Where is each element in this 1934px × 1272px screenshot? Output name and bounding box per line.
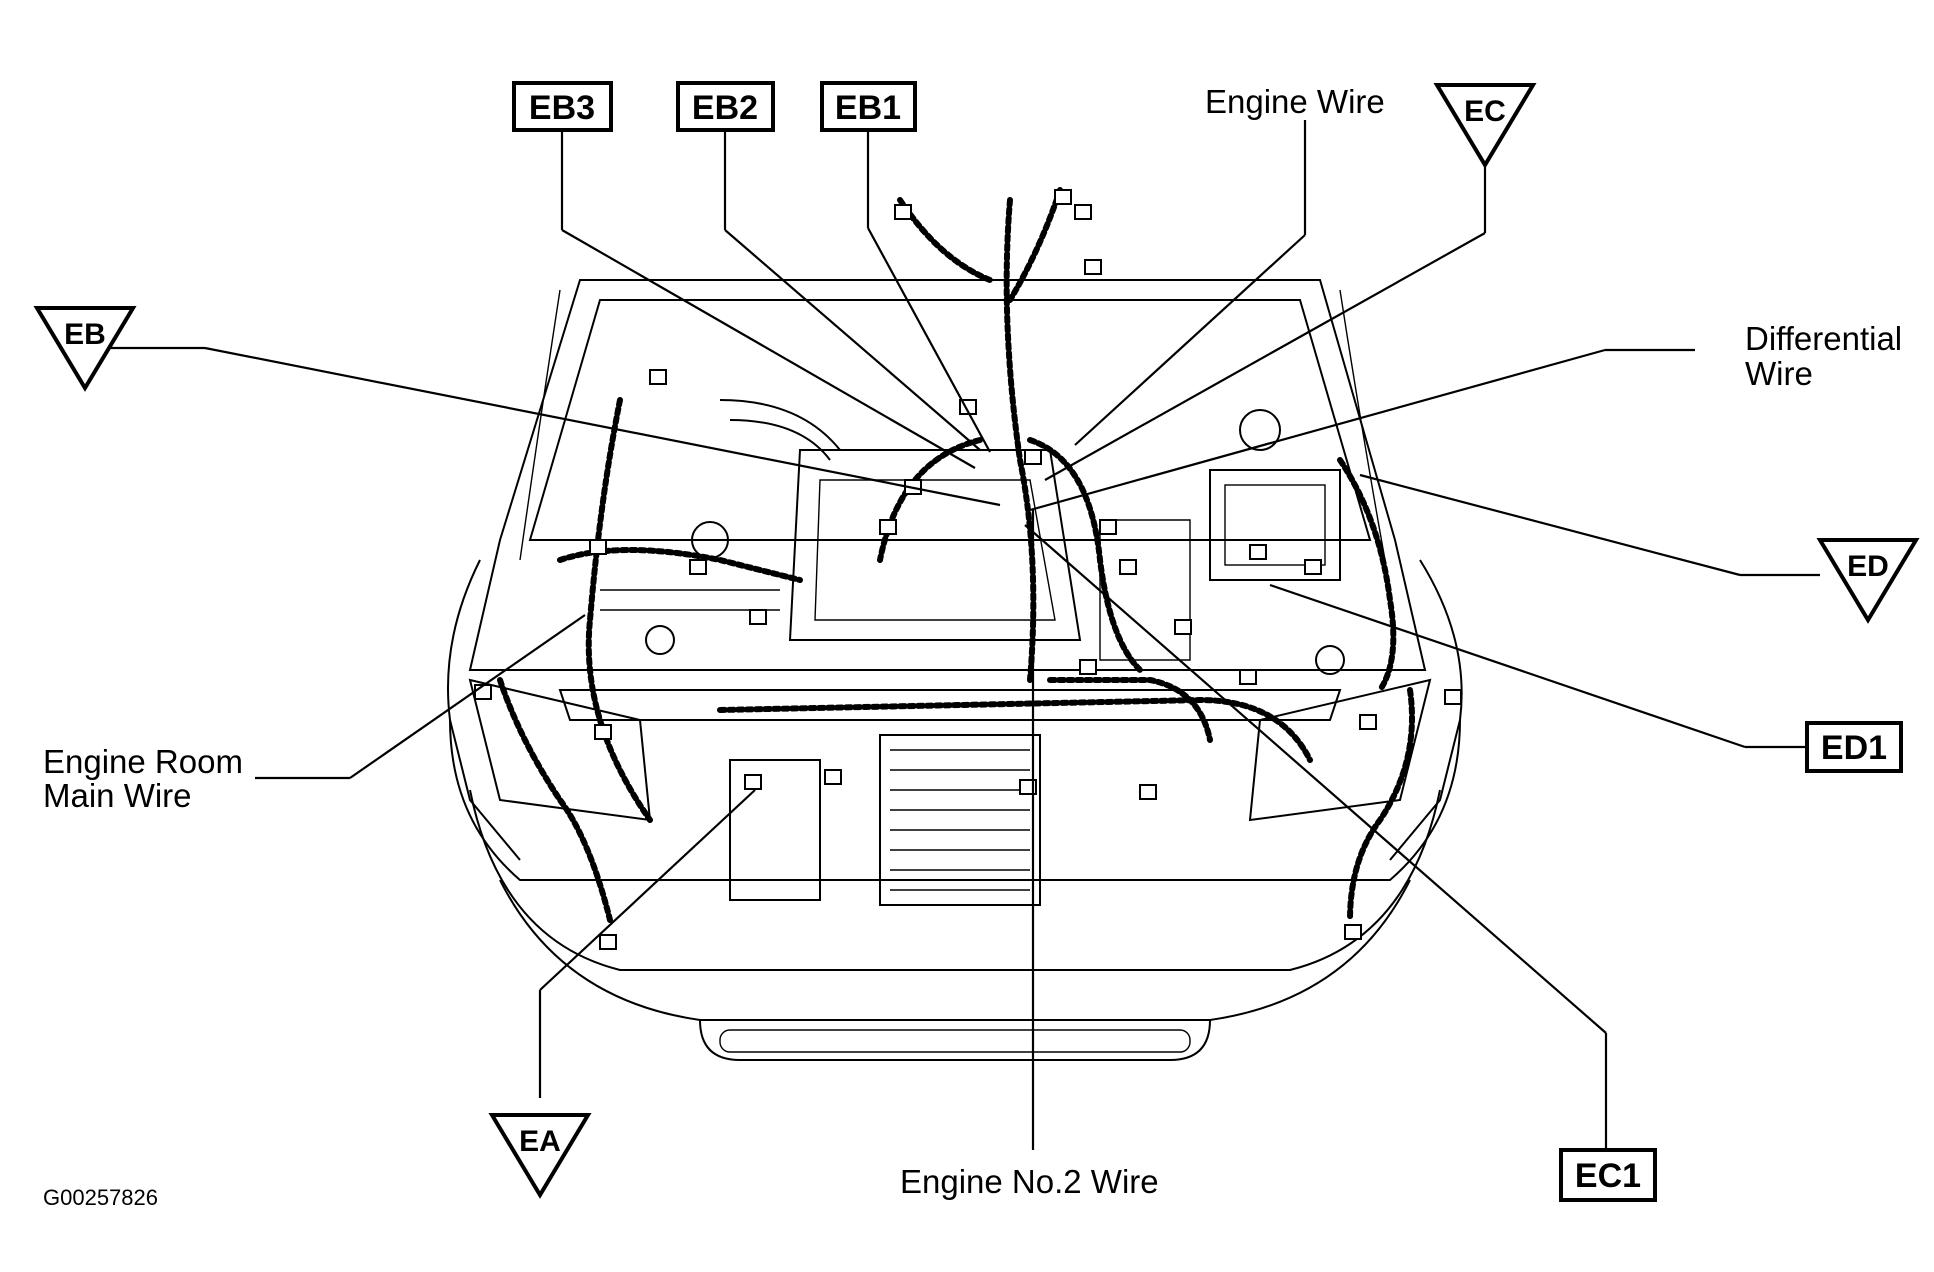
triangle-marker-ea-text: EA: [519, 1125, 561, 1158]
leader-differential-wire-diag: [1029, 348, 1606, 512]
label-engine-room-main-wire-line1: Engine Room: [43, 743, 243, 780]
triangle-marker-ed-text: ED: [1847, 550, 1889, 583]
triangle-marker-eb: EB: [33, 306, 137, 392]
box-marker-ec1: EC1: [1559, 1148, 1657, 1202]
figure-code: G00257826: [43, 1185, 158, 1210]
triangle-marker-ea: EA: [488, 1113, 592, 1199]
label-engine-room-main-wire-line2: Main Wire: [43, 777, 192, 814]
box-marker-ed1: ED1: [1805, 721, 1903, 773]
box-marker-ec1-text: EC1: [1575, 1157, 1641, 1195]
connectors: [474, 189, 1462, 950]
leader-eb1-diag: [867, 227, 991, 453]
box-marker-eb1-text: EB1: [835, 89, 901, 127]
label-engine-no2-wire: Engine No.2 Wire: [900, 1163, 1159, 1200]
wire-harnesses: [497, 187, 1415, 923]
leader-engine-room-main-wire-diag: [349, 614, 586, 779]
leader-eb2-diag: [724, 229, 981, 451]
triangle-marker-ed: ED: [1816, 538, 1920, 624]
leader-lines: [105, 120, 1820, 1150]
box-marker-eb2-text: EB2: [692, 89, 758, 127]
triangle-marker-ec: EC: [1433, 83, 1537, 169]
leader-eb3-diag: [561, 229, 976, 469]
box-marker-eb2: EB2: [676, 81, 775, 132]
leader-ed1-diag: [1269, 583, 1746, 749]
leader-ec-diag: [1044, 232, 1486, 481]
leader-ec1-diag: [1024, 524, 1607, 1034]
box-marker-eb1: EB1: [820, 81, 917, 132]
leader-engine-wire-diag: [1074, 234, 1306, 446]
box-marker-eb3: EB3: [512, 81, 613, 132]
leader-ed-diag: [1359, 473, 1741, 577]
label-engine-wire: Engine Wire: [1205, 83, 1385, 120]
label-differential-wire-line1: Differential: [1745, 320, 1902, 357]
label-differential-wire-line2: Wire: [1745, 355, 1813, 392]
triangle-marker-eb-text: EB: [64, 318, 106, 351]
box-marker-ed1-text: ED1: [1821, 729, 1887, 767]
box-marker-eb3-text: EB3: [529, 89, 595, 127]
vehicle-body: [447, 279, 1463, 1061]
leader-ea-diag: [539, 789, 756, 991]
triangle-marker-ec-text: EC: [1464, 95, 1506, 128]
leader-eb-diag: [204, 346, 1001, 507]
